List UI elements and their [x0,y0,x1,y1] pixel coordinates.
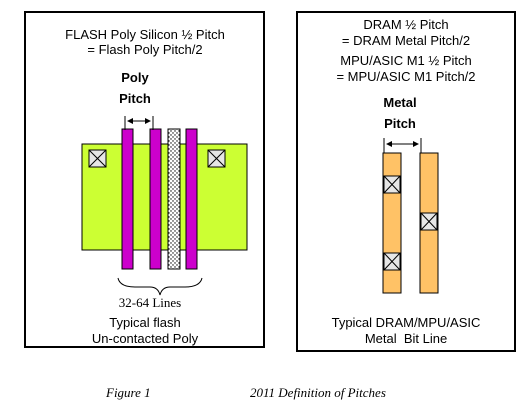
lines-count-label: 32-64 Lines [118,295,182,310]
metal-pitch-label: Metal [383,95,417,110]
figure-number: Figure 1 [106,385,151,400]
flash-title-line1: FLASH Poly Silicon ½ Pitch [65,27,225,42]
poly-line [121,128,134,270]
dram-title-line2: = DRAM Metal Pitch/2 [341,33,471,48]
flash-caption-line2: Un-contacted Poly [91,331,199,346]
poly-pitch-label-2: Pitch [119,91,151,106]
metal-pitch-label-2: Pitch [384,116,416,131]
flash-caption-line1: Typical flash [109,315,181,330]
poly-line [149,128,162,270]
poly-pitch-arrow [124,116,154,130]
flash-title-line2: = Flash Poly Pitch/2 [87,42,203,57]
lines-brace [117,277,203,296]
dram-metal-panel [296,11,516,352]
metal-contact [420,212,438,231]
dram-caption-line1: Typical DRAM/MPU/ASIC [331,315,481,330]
mpu-title-line3: MPU/ASIC M1 ½ Pitch [340,53,472,68]
dram-title-line1: DRAM ½ Pitch [363,17,449,32]
metal-contact [383,175,401,194]
figure-title: 2011 Definition of Pitches [250,385,386,400]
metal-pitch-arrow [383,138,422,153]
mpu-title-line4: = MPU/ASIC M1 Pitch/2 [336,69,476,84]
poly-line [185,128,198,270]
poly-line-dotted [167,128,181,270]
flash-contact-left [88,149,107,168]
metal-line [382,152,402,294]
metal-contact [383,252,401,271]
poly-pitch-label: Poly [121,70,149,85]
dram-caption-line2: Metal Bit Line [364,331,448,346]
flash-contact-right [207,149,226,168]
